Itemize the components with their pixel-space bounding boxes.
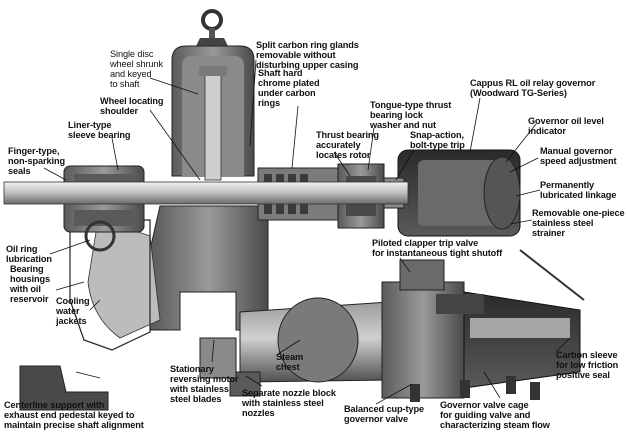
callout-steam-chest: Steam chest (276, 352, 304, 372)
callout-shaft-hard-chrome: Shaft hard chrome plated under carbon ri… (258, 68, 320, 108)
bolts (410, 376, 540, 402)
callout-stationary-reversing: Stationary reversing motor with stainles… (170, 364, 239, 404)
callout-governor-oil-level: Governor oil level indicator (528, 116, 604, 136)
callout-centerline-support: Centerline support with exhaust end pede… (4, 400, 144, 430)
callout-manual-governor-speed: Manual governor speed adjustment (540, 146, 617, 166)
lower-casing (69, 205, 269, 351)
callout-balanced-cup-valve: Balanced cup-type governor valve (344, 404, 424, 424)
callout-removable-strainer: Removable one-piece stainless steel stra… (532, 208, 625, 238)
steam-chest-assembly (239, 249, 585, 399)
callout-finger-type-seals: Finger-type, non-sparking seals (8, 146, 65, 176)
callout-separate-nozzle-block: Separate nozzle block with stainless ste… (242, 388, 336, 418)
lifting-eye (196, 9, 228, 46)
main-shaft (3, 181, 409, 205)
callout-permanently-lubricated: Permanently lubricated linkage (540, 180, 617, 200)
callout-single-disc-wheel: Single disc wheel shrunk and keyed to sh… (110, 49, 163, 89)
callout-wheel-locating-shoulder: Wheel locating shoulder (100, 96, 164, 116)
callout-governor-valve-cage: Governor valve cage for guiding valve an… (440, 400, 550, 430)
callout-split-carbon-ring-glands: Split carbon ring glands removable witho… (256, 40, 359, 70)
callout-cooling-water-jackets: Cooling water jackets (56, 296, 90, 326)
callout-liner-type-bearing: Liner-type sleeve bearing (68, 120, 131, 140)
callout-cappus-governor: Cappus RL oil relay governor (Woodward T… (470, 78, 596, 98)
callout-thrust-bearing: Thrust bearing accurately locates rotor (316, 130, 379, 160)
callout-carbon-sleeve: Carbon sleeve for low friction positive … (556, 350, 619, 380)
base-support (19, 337, 261, 411)
leader-lines (43, 59, 571, 405)
callout-tongue-type-thrust: Tongue-type thrust bearing lock washer a… (370, 100, 452, 130)
callout-piloted-clapper-valve: Piloted clapper trip valve for instantan… (372, 238, 503, 258)
callout-oil-ring-lubrication: Oil ring lubrication (6, 244, 52, 264)
callout-snap-action-trip: Snap-action, bolt-type trip (410, 130, 465, 150)
callout-bearing-housings: Bearing housings with oil reservoir (10, 264, 51, 304)
